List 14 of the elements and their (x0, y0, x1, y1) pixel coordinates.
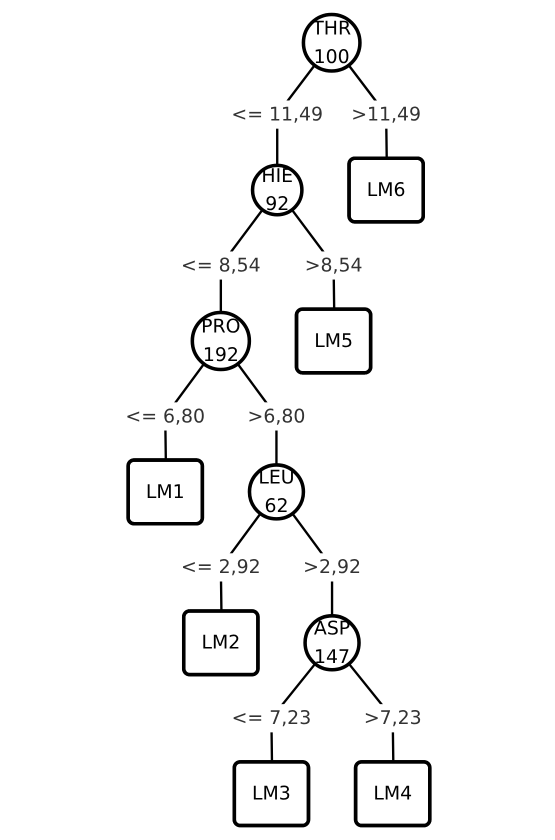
edge-label: <= 7,23 (231, 706, 312, 729)
edge-label: <= 11,49 (231, 102, 323, 126)
edge-label: <= 8,54 (180, 254, 261, 276)
node-circle: ASP 147 (303, 614, 361, 672)
node-circle: PRO 192 (190, 310, 251, 372)
edge-label: >7,23 (364, 706, 422, 729)
edge-label: >6,80 (247, 404, 306, 428)
node-circle: THR 100 (302, 12, 362, 73)
edge-label: <= 2,92 (180, 556, 261, 578)
node-circle: LEU 62 (248, 463, 306, 521)
edge-label: >2,92 (303, 556, 361, 578)
edge-label: >8,54 (304, 254, 362, 276)
edge-label: >11,49 (351, 102, 421, 126)
edge-label: <= 6,80 (125, 404, 205, 428)
